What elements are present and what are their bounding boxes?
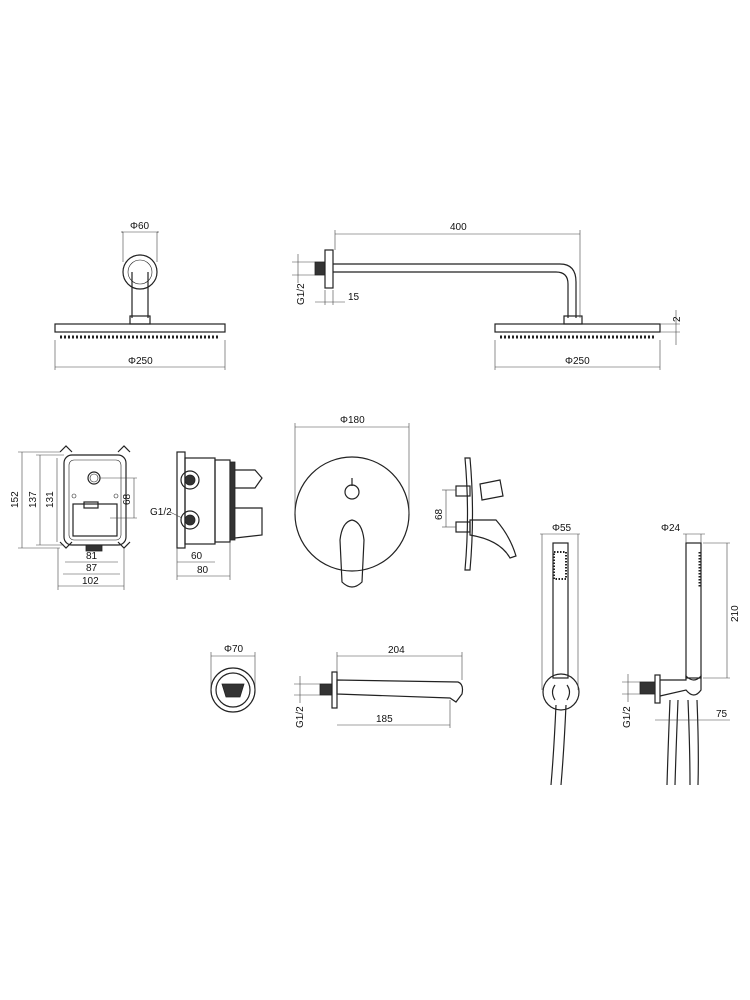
flange-depth-label: 15 bbox=[348, 292, 360, 303]
box-height-mid-label: 137 bbox=[28, 491, 39, 508]
port-spacing-label: 68 bbox=[122, 493, 133, 505]
box-height-inner-label: 131 bbox=[45, 491, 56, 508]
mixer-spacing-label: 68 bbox=[434, 508, 445, 520]
spout-thread-label: G1/2 bbox=[295, 706, 306, 728]
box-width-outer-label: 102 bbox=[82, 576, 99, 587]
drain-view: Φ70 bbox=[210, 644, 256, 713]
spout-length-label: 185 bbox=[376, 714, 393, 725]
hand-shower-front-view: Φ55 bbox=[540, 523, 580, 786]
box-depth-total-label: 80 bbox=[197, 565, 209, 576]
box-height-outer-label: 152 bbox=[10, 491, 21, 508]
arm-head-diameter-label: Φ250 bbox=[565, 356, 590, 367]
box-thread-label: G1/2 bbox=[150, 507, 172, 518]
hand-shower-diameter-label: Φ55 bbox=[552, 523, 572, 534]
flange-diameter-label: Φ60 bbox=[130, 221, 150, 232]
valve-box-side-view: G1/2 60 80 bbox=[150, 451, 263, 580]
shower-head-front-view: Φ60 Φ250 bbox=[54, 221, 226, 370]
hand-shower-thread-label: G1/2 bbox=[622, 706, 633, 728]
arm-thread-label: G1/2 bbox=[296, 283, 307, 305]
mixer-front-view: Φ180 bbox=[294, 415, 410, 588]
mixer-side-view: 68 bbox=[434, 457, 517, 571]
hand-shower-projection-label: 75 bbox=[716, 709, 728, 720]
valve-box-front-view: 152 137 131 68 81 87 102 bbox=[10, 445, 137, 590]
arm-length-label: 400 bbox=[450, 222, 467, 233]
shower-arm-side-view: 400 G1/2 15 2 Φ250 bbox=[292, 222, 683, 370]
box-width-inner-label: 81 bbox=[86, 551, 98, 562]
spout-total-length-label: 204 bbox=[388, 645, 405, 656]
head-diameter-label: Φ250 bbox=[128, 356, 153, 367]
mixer-diameter-label: Φ180 bbox=[340, 415, 365, 426]
drain-diameter-label: Φ70 bbox=[224, 644, 244, 655]
hand-shower-side-view: Φ24 210 G1/2 75 bbox=[622, 523, 741, 786]
head-thickness-label: 2 bbox=[672, 316, 683, 322]
hand-shower-length-label: 210 bbox=[730, 605, 741, 622]
hand-shower-side-diameter-label: Φ24 bbox=[661, 523, 681, 534]
spout-view: 204 G1/2 185 bbox=[294, 645, 464, 728]
box-width-mid-label: 87 bbox=[86, 563, 98, 574]
box-depth-body-label: 60 bbox=[191, 551, 203, 562]
